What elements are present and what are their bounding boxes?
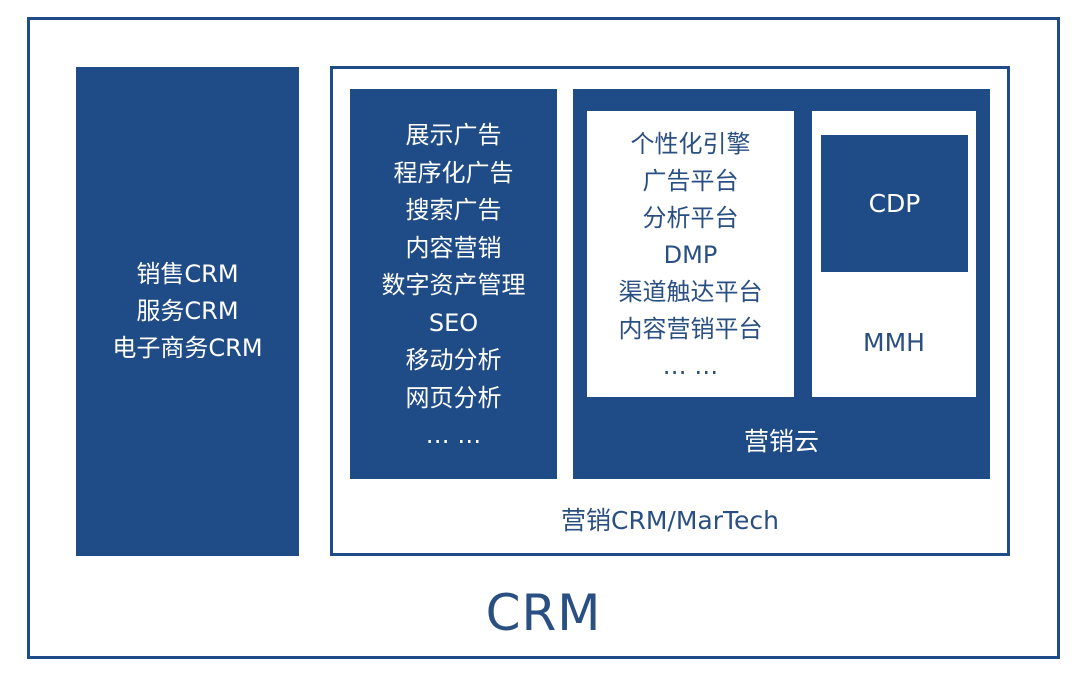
engine-item: 内容营销平台 <box>618 315 763 343</box>
engine-item: 渠道触达平台 <box>618 278 763 306</box>
ad-channel-item: 程序化广告 <box>393 158 514 187</box>
ad-channel-item: 移动分析 <box>405 346 502 374</box>
engine-ellipsis: … … <box>662 352 719 380</box>
engine-item: DMP <box>663 241 718 269</box>
ad-channel-ellipsis: … … <box>425 421 482 449</box>
sales-crm-block: 销售CRM 服务CRM 电子商务CRM <box>76 67 299 556</box>
ad-channel-item: 网页分析 <box>405 383 502 412</box>
mmh-label: MMH <box>863 327 925 357</box>
cdp-block: CDP <box>821 135 968 272</box>
engines-panel: 个性化引擎 广告平台 分析平台 DMP 渠道触达平台 内容营销平台 … … <box>587 111 794 397</box>
ad-channel-item: 搜索广告 <box>405 196 502 224</box>
engine-item: 广告平台 <box>642 167 739 195</box>
service-crm-item: 服务CRM <box>136 297 239 325</box>
sales-crm-item: 销售CRM <box>136 260 239 288</box>
ad-channel-item: 数字资产管理 <box>381 271 526 299</box>
ad-channels-block: 展示广告 程序化广告 搜索广告 内容营销 数字资产管理 SEO 移动分析 网页分… <box>350 89 557 479</box>
martech-frame <box>330 66 1010 556</box>
crm-label: CRM <box>485 584 602 642</box>
martech-label: 营销CRM/MarTech <box>561 506 779 535</box>
ad-channel-item: SEO <box>428 308 479 337</box>
ecommerce-crm-item: 电子商务CRM <box>112 334 263 362</box>
ad-channel-item: 内容营销 <box>405 233 502 262</box>
marketing-cloud-label: 营销云 <box>743 427 819 456</box>
engine-item: 个性化引擎 <box>630 130 751 158</box>
crm-outer-frame <box>27 17 1060 659</box>
engine-item: 分析平台 <box>642 204 739 232</box>
ad-channel-item: 展示广告 <box>405 121 502 149</box>
